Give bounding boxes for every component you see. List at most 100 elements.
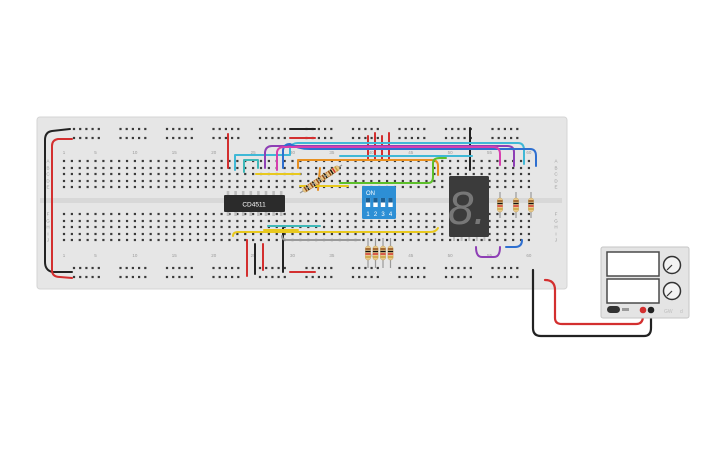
terminal-hole[interactable] bbox=[70, 172, 73, 176]
rail-hole[interactable] bbox=[491, 136, 494, 140]
terminal-hole[interactable] bbox=[157, 159, 160, 163]
rail-hole[interactable] bbox=[283, 127, 286, 131]
terminal-hole[interactable] bbox=[378, 166, 381, 170]
rail-hole[interactable] bbox=[444, 266, 448, 270]
terminal-hole[interactable] bbox=[370, 238, 373, 242]
terminal-hole[interactable] bbox=[94, 166, 97, 170]
rail-hole[interactable] bbox=[97, 266, 100, 270]
terminal-hole[interactable] bbox=[322, 219, 326, 223]
terminal-hole[interactable] bbox=[378, 238, 381, 242]
rail-hole[interactable] bbox=[503, 275, 506, 279]
terminal-hole[interactable] bbox=[393, 166, 397, 170]
terminal-hole[interactable] bbox=[441, 166, 444, 170]
terminal-hole[interactable] bbox=[346, 172, 349, 176]
terminal-hole[interactable] bbox=[118, 159, 121, 163]
terminal-hole[interactable] bbox=[220, 166, 223, 170]
terminal-hole[interactable] bbox=[244, 238, 247, 242]
terminal-hole[interactable] bbox=[307, 179, 310, 183]
terminal-hole[interactable] bbox=[173, 212, 176, 216]
terminal-hole[interactable] bbox=[512, 185, 515, 189]
rail-hole[interactable] bbox=[184, 275, 187, 279]
terminal-hole[interactable] bbox=[378, 225, 381, 229]
terminal-hole[interactable] bbox=[315, 232, 318, 236]
terminal-hole[interactable] bbox=[125, 225, 129, 229]
terminal-hole[interactable] bbox=[62, 166, 66, 170]
rail-hole[interactable] bbox=[510, 266, 513, 270]
terminal-hole[interactable] bbox=[173, 159, 176, 163]
terminal-hole[interactable] bbox=[228, 225, 231, 229]
terminal-hole[interactable] bbox=[141, 212, 144, 216]
rail-hole[interactable] bbox=[224, 127, 227, 131]
terminal-hole[interactable] bbox=[204, 225, 207, 229]
rail-hole[interactable] bbox=[190, 266, 193, 270]
terminal-hole[interactable] bbox=[149, 232, 152, 236]
terminal-hole[interactable] bbox=[307, 219, 310, 223]
terminal-hole[interactable] bbox=[480, 238, 483, 242]
terminal-hole[interactable] bbox=[70, 232, 73, 236]
rail-hole[interactable] bbox=[404, 127, 407, 131]
rail-hole[interactable] bbox=[358, 127, 361, 131]
terminal-hole[interactable] bbox=[165, 172, 168, 176]
rail-hole[interactable] bbox=[423, 136, 426, 140]
terminal-hole[interactable] bbox=[157, 179, 160, 183]
rail-hole[interactable] bbox=[398, 127, 401, 131]
terminal-hole[interactable] bbox=[70, 159, 73, 163]
terminal-hole[interactable] bbox=[141, 225, 144, 229]
terminal-hole[interactable] bbox=[488, 179, 491, 183]
rail-hole[interactable] bbox=[165, 266, 169, 270]
rail-hole[interactable] bbox=[370, 136, 373, 140]
terminal-hole[interactable] bbox=[456, 166, 460, 170]
rail-hole[interactable] bbox=[184, 266, 187, 270]
rail-hole[interactable] bbox=[165, 136, 169, 140]
rail-hole[interactable] bbox=[218, 275, 221, 279]
rail-hole[interactable] bbox=[370, 127, 373, 131]
terminal-hole[interactable] bbox=[157, 166, 160, 170]
terminal-hole[interactable] bbox=[165, 166, 168, 170]
terminal-hole[interactable] bbox=[212, 159, 215, 163]
terminal-hole[interactable] bbox=[291, 232, 294, 236]
rail-hole[interactable] bbox=[237, 266, 240, 270]
terminal-hole[interactable] bbox=[188, 166, 192, 170]
terminal-hole[interactable] bbox=[512, 232, 515, 236]
rail-hole[interactable] bbox=[277, 136, 280, 140]
terminal-hole[interactable] bbox=[417, 238, 420, 242]
terminal-hole[interactable] bbox=[62, 212, 66, 216]
rail-hole[interactable] bbox=[469, 266, 472, 270]
terminal-hole[interactable] bbox=[346, 225, 349, 229]
rail-hole[interactable] bbox=[218, 266, 221, 270]
terminal-hole[interactable] bbox=[527, 225, 531, 229]
terminal-hole[interactable] bbox=[267, 166, 270, 170]
terminal-hole[interactable] bbox=[354, 219, 357, 223]
terminal-hole[interactable] bbox=[385, 179, 389, 183]
terminal-hole[interactable] bbox=[527, 232, 531, 236]
rail-hole[interactable] bbox=[212, 127, 215, 131]
rail-hole[interactable] bbox=[491, 127, 494, 131]
rail-hole[interactable] bbox=[516, 266, 519, 270]
terminal-hole[interactable] bbox=[196, 166, 200, 170]
rail-hole[interactable] bbox=[265, 266, 268, 270]
terminal-hole[interactable] bbox=[385, 232, 389, 236]
terminal-hole[interactable] bbox=[354, 185, 357, 189]
terminal-hole[interactable] bbox=[188, 159, 192, 163]
terminal-hole[interactable] bbox=[519, 232, 523, 236]
terminal-hole[interactable] bbox=[149, 212, 152, 216]
terminal-hole[interactable] bbox=[362, 172, 365, 176]
terminal-hole[interactable] bbox=[527, 212, 531, 216]
rail-hole[interactable] bbox=[463, 266, 466, 270]
terminal-hole[interactable] bbox=[157, 172, 160, 176]
terminal-hole[interactable] bbox=[110, 179, 113, 183]
terminal-hole[interactable] bbox=[118, 179, 121, 183]
terminal-hole[interactable] bbox=[385, 172, 389, 176]
terminal-hole[interactable] bbox=[181, 185, 184, 189]
terminal-hole[interactable] bbox=[86, 212, 89, 216]
rail-hole[interactable] bbox=[324, 127, 327, 131]
terminal-hole[interactable] bbox=[86, 185, 89, 189]
terminal-hole[interactable] bbox=[472, 238, 475, 242]
terminal-hole[interactable] bbox=[346, 219, 349, 223]
terminal-hole[interactable] bbox=[157, 212, 160, 216]
terminal-hole[interactable] bbox=[307, 212, 310, 216]
terminal-hole[interactable] bbox=[133, 219, 137, 223]
terminal-hole[interactable] bbox=[70, 238, 73, 242]
rail-hole[interactable] bbox=[324, 275, 327, 279]
terminal-hole[interactable] bbox=[307, 232, 310, 236]
